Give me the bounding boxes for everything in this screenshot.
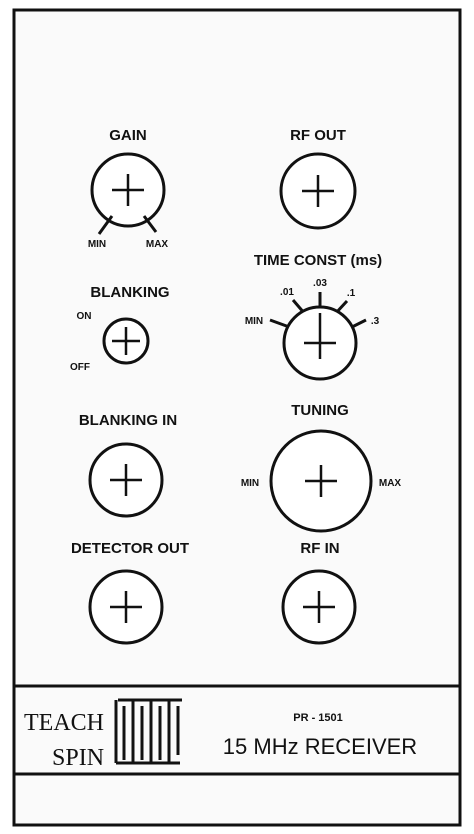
blanking-off-label: OFF: [70, 362, 90, 373]
time-const-pos-3: .1: [347, 288, 356, 299]
gain-min-label: MIN: [88, 239, 106, 250]
tuning-max-label: MAX: [379, 478, 402, 489]
tuning-knob[interactable]: [269, 429, 373, 533]
blanking-switch[interactable]: [102, 317, 150, 365]
time-const-pos-4: .3: [371, 316, 380, 327]
brand-line-1: TEACH: [24, 710, 104, 736]
blanking-in-connector[interactable]: [88, 442, 164, 518]
gain-knob[interactable]: [90, 152, 166, 228]
time-const-min-label: MIN: [245, 316, 263, 327]
gain-min-tick: [97, 215, 114, 235]
logo-bars-icon: [114, 698, 182, 765]
detector-out-label: DETECTOR OUT: [71, 540, 189, 557]
time-const-pos-1: .01: [280, 287, 294, 298]
rf-in-connector[interactable]: [281, 569, 357, 645]
blanking-label: BLANKING: [90, 284, 169, 301]
gain-label: GAIN: [109, 127, 147, 144]
rf-in-label: RF IN: [300, 540, 339, 557]
blanking-in-label: BLANKING IN: [79, 412, 177, 429]
model-number: PR - 1501: [293, 712, 343, 724]
detector-out-connector[interactable]: [88, 569, 164, 645]
time-const-knob[interactable]: [282, 305, 358, 381]
rf-out-label: RF OUT: [290, 127, 346, 144]
tuning-min-label: MIN: [241, 478, 259, 489]
teachspin-logo: TEACH SPIN: [24, 698, 182, 771]
tuning-label: TUNING: [291, 402, 349, 419]
rf-out-connector[interactable]: [279, 152, 357, 230]
product-name: 15 MHz RECEIVER: [223, 734, 417, 759]
panel-frame: [12, 8, 462, 827]
time-const-pos-2: .03: [313, 278, 327, 289]
gain-max-label: MAX: [146, 239, 169, 250]
blanking-on-label: ON: [77, 311, 92, 322]
brand-line-2: SPIN: [52, 745, 104, 771]
gain-max-tick: [142, 215, 158, 233]
time-const-label: TIME CONST (ms): [254, 252, 382, 269]
